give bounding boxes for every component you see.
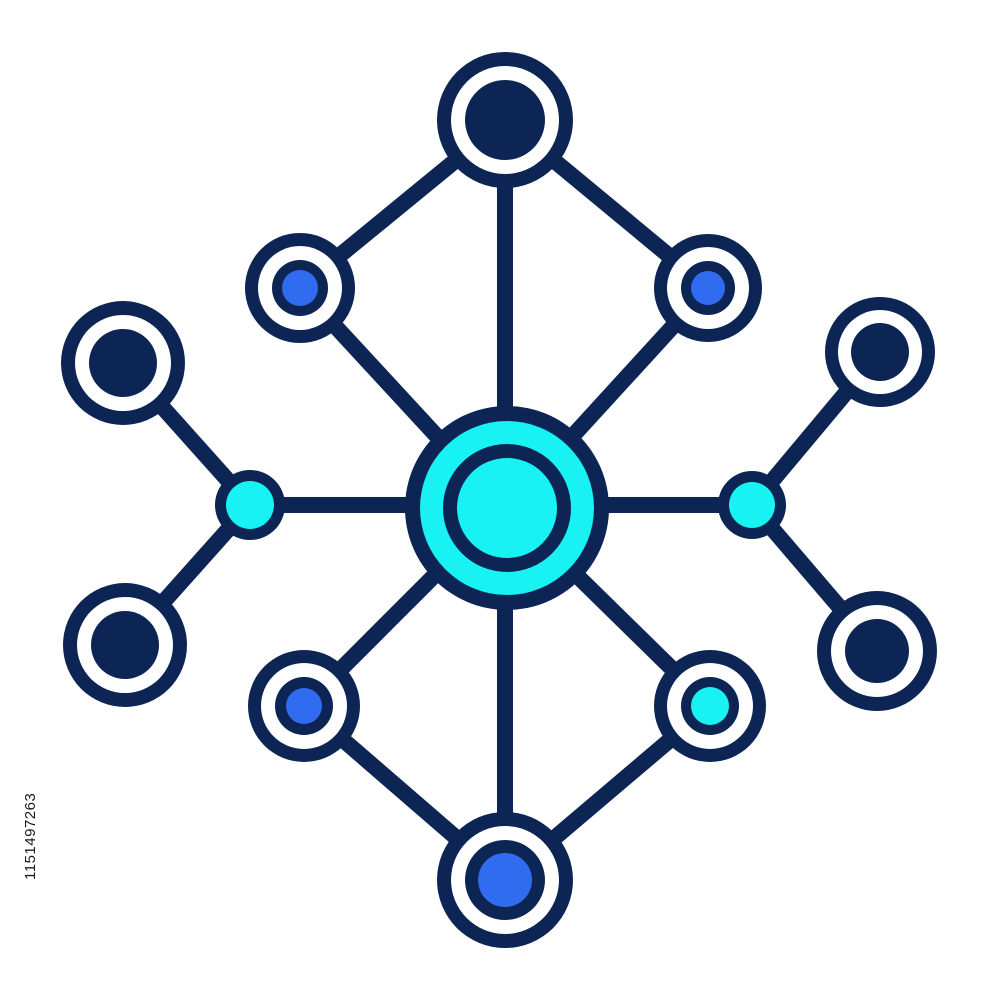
node-top [437, 52, 573, 188]
node-lower-right [654, 650, 766, 762]
node-upper-right [654, 234, 762, 342]
center-node [405, 406, 609, 610]
node-lower-left [248, 650, 360, 762]
node-far-left-bottom [63, 583, 187, 707]
node-far-right-bottom [817, 591, 937, 711]
node-right-hub [718, 471, 786, 539]
image-id-text: 1151497263 [22, 792, 39, 880]
node-far-right-top [825, 297, 935, 407]
node-bottom [437, 812, 573, 948]
node-far-left-top [61, 301, 185, 425]
node-upper-left [245, 233, 355, 343]
node-left-hub [215, 470, 285, 540]
